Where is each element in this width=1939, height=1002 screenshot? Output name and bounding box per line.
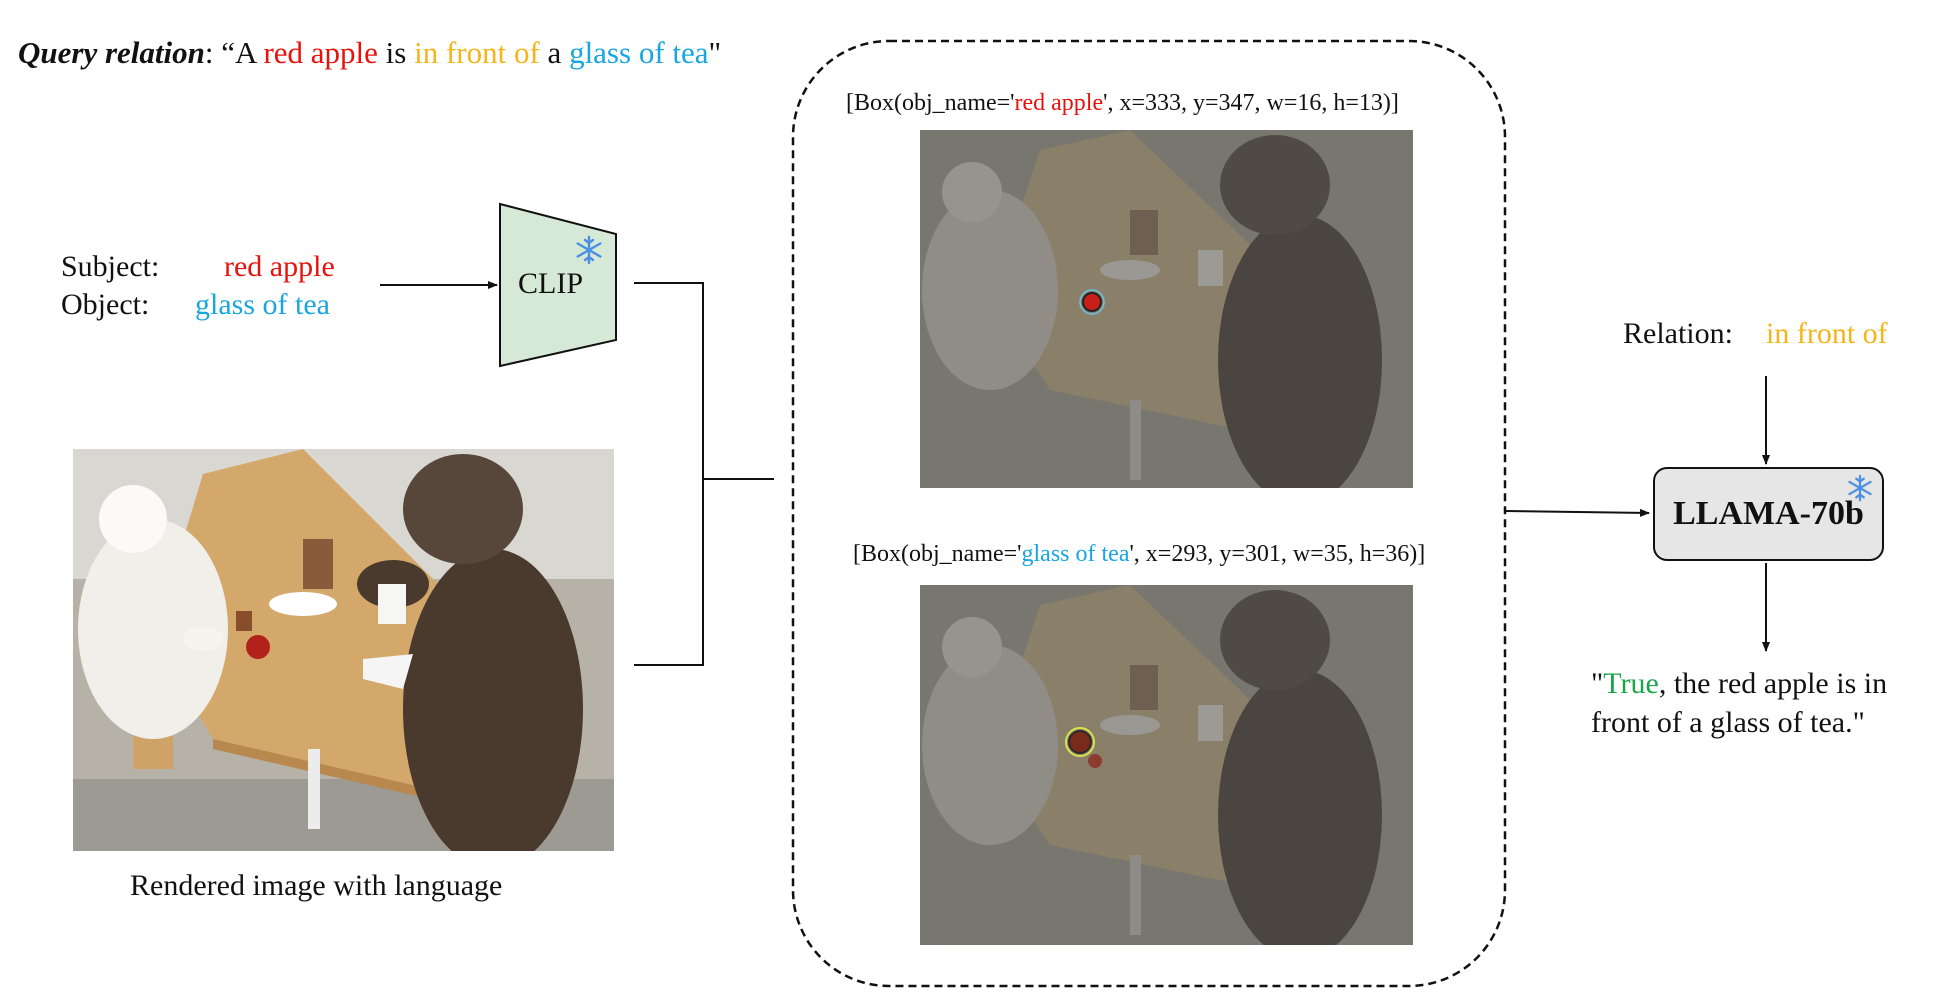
query-open: : “A [204, 35, 264, 70]
bracket-connector [634, 282, 704, 666]
box1-name: red apple [1014, 90, 1104, 116]
box2-prefix: [Box(obj_name=' [853, 541, 1022, 567]
query-subject: red apple [263, 35, 378, 70]
query-a: a [539, 35, 570, 70]
snowflake-icon [574, 235, 604, 270]
box-label-subject: [Box(obj_name='red apple', x=333, y=347,… [846, 91, 1399, 115]
rendered-image [73, 449, 614, 851]
answer-line-1: "True, the red apple is in [1591, 669, 1887, 699]
box-label-object: [Box(obj_name='glass of tea', x=293, y=3… [853, 542, 1425, 566]
answer-line-2: front of a glass of tea." [1591, 706, 1865, 739]
object-value: glass of tea [195, 288, 330, 321]
answer-open: " [1591, 667, 1604, 700]
llama-block: LLAMA-70b [1653, 467, 1884, 561]
query-object: glass of tea [569, 35, 709, 70]
llama-label: LLAMA-70b [1673, 495, 1864, 532]
query-relation: Query relation: “A red apple is in front… [18, 37, 721, 68]
relation-label: Relation: [1623, 317, 1733, 350]
box1-suffix: ', x=333, y=347, w=16, h=13)] [1103, 90, 1399, 116]
rendered-caption: Rendered image with language [130, 869, 503, 902]
box2-suffix: ', x=293, y=301, w=35, h=36)] [1129, 541, 1426, 567]
box1-prefix: [Box(obj_name=' [846, 90, 1015, 116]
masked-image-subject [920, 130, 1413, 488]
answer-rest: , the red apple is in [1658, 667, 1888, 700]
query-relation-word: in front of [414, 35, 540, 70]
clip-block [499, 202, 617, 368]
object-label: Object: [61, 288, 150, 321]
dashed-panel [791, 39, 1507, 988]
arrow-panel-to-llama [1504, 508, 1650, 517]
subject-value: red apple [224, 250, 335, 283]
subject-label: Subject: [61, 250, 160, 283]
answer-verdict: True [1603, 667, 1659, 700]
relation-value: in front of [1766, 317, 1888, 350]
snowflake-icon [1846, 474, 1874, 507]
query-close: " [708, 35, 722, 70]
box2-name: glass of tea [1021, 541, 1130, 567]
query-is: is [377, 35, 415, 70]
masked-image-object [920, 585, 1413, 945]
clip-label: CLIP [518, 267, 584, 300]
query-label: Query relation [18, 35, 205, 70]
